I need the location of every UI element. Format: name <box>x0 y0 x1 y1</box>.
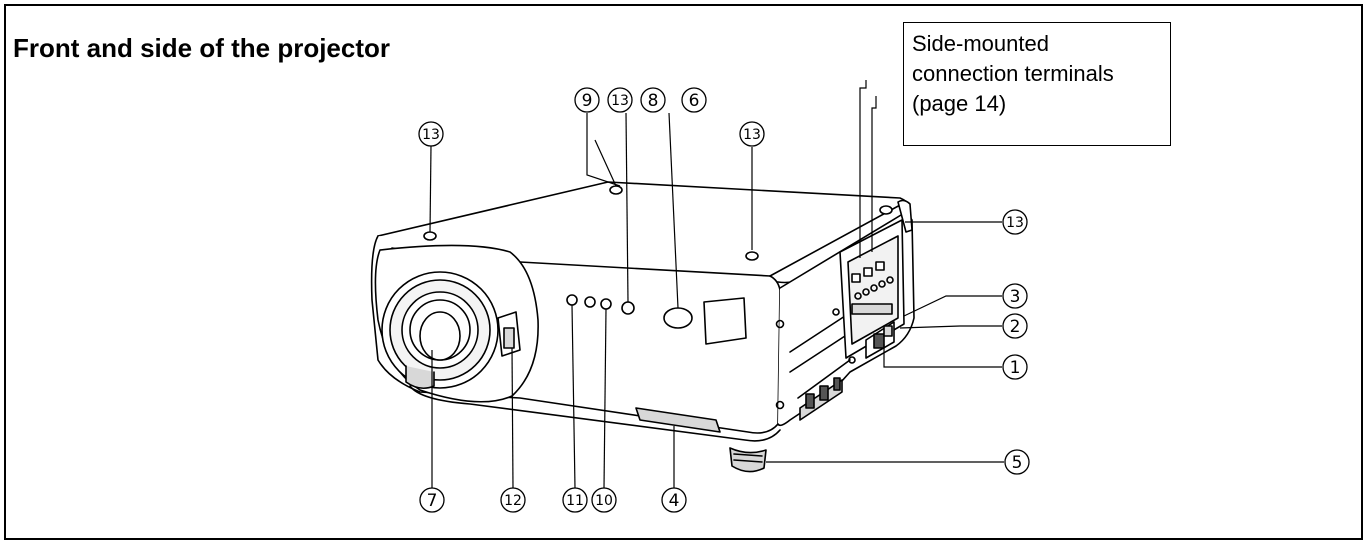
marker-6-text: 6 <box>689 91 700 111</box>
indicator-9 <box>584 296 596 308</box>
marker-2-text: 2 <box>1010 317 1021 337</box>
callout-line-2: connection terminals <box>912 61 1114 86</box>
marker-3 <box>1002 283 1028 309</box>
callout-line-3: (page 14) <box>912 91 1007 116</box>
front-left-foot <box>405 365 435 390</box>
marker-1 <box>1002 354 1028 380</box>
marker-12-text: 12 <box>504 493 522 509</box>
marker-11-text: 11 <box>566 493 584 509</box>
marker-5-text: 5 <box>1012 453 1023 473</box>
air-intake <box>635 407 721 433</box>
marker-13-c <box>739 121 765 147</box>
marker-13-d <box>1002 209 1028 235</box>
marker-12 <box>500 487 526 513</box>
marker-5 <box>1004 449 1030 475</box>
marker-7 <box>419 487 445 513</box>
marker-13-c-text: 13 <box>743 127 761 143</box>
marker-13-b <box>607 87 633 113</box>
marker-10 <box>591 487 617 513</box>
marker-10-text: 10 <box>595 493 613 509</box>
marker-13-a <box>418 121 444 147</box>
marker-8-text: 8 <box>648 91 659 111</box>
marker-13-d-text: 13 <box>1006 215 1024 231</box>
callout-line-1: Side-mounted <box>912 31 1049 56</box>
marker-1-text: 1 <box>1010 358 1021 378</box>
indicator-11 <box>566 294 578 306</box>
indicator-10 <box>600 298 612 310</box>
marker-3-text: 3 <box>1010 287 1021 307</box>
marker-13-a-text: 13 <box>422 127 440 143</box>
side-terminals-callout: Side-mounted connection terminals (page … <box>903 22 1171 146</box>
marker-9 <box>574 87 600 113</box>
marker-6 <box>681 87 707 113</box>
remote-receiver <box>663 307 693 329</box>
marker-8 <box>640 87 666 113</box>
marker-11 <box>562 487 588 513</box>
marker-4-text: 4 <box>669 491 680 511</box>
marker-13-b-text: 13 <box>611 93 629 109</box>
marker-2 <box>1002 313 1028 339</box>
marker-9-text: 9 <box>582 91 593 111</box>
front-window <box>703 297 747 345</box>
indicator-8 <box>621 301 635 315</box>
marker-7-text: 7 <box>427 491 438 511</box>
figure-title: Front and side of the projector <box>13 33 391 63</box>
marker-4 <box>661 487 687 513</box>
